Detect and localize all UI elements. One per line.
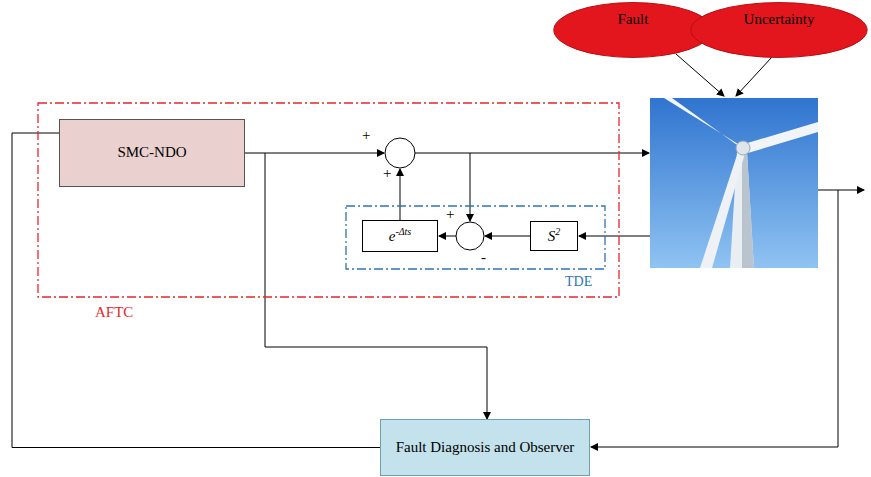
- text-holder: SMC-NDO: [59, 119, 245, 187]
- text-holder: S2: [530, 221, 578, 251]
- summing-junction: [385, 138, 415, 168]
- text-wrap: S2: [548, 226, 561, 245]
- controller-box: SMC-NDO: [59, 119, 245, 187]
- node-text: Fault Diagnosis and Observer: [396, 439, 575, 456]
- node-text: e: [389, 228, 396, 244]
- text-wrap: Uncertainty: [744, 11, 815, 28]
- text-wrap: Fault Diagnosis and Observer: [396, 439, 575, 456]
- summing-junction: [456, 222, 484, 250]
- aftc-region: AFTCSMC-NDOTDEe-ΔtsS2: [37, 102, 620, 298]
- text-holder: Fault Diagnosis and Observer: [380, 419, 590, 476]
- text-holder: Fault: [553, 2, 713, 58]
- node-text: TDE: [565, 275, 592, 289]
- node-text: 2: [555, 226, 560, 237]
- wind-turbine-picture: [650, 98, 818, 268]
- fault-ellipse: Fault: [553, 2, 713, 58]
- delay-block: e-Δts: [362, 220, 438, 252]
- text-wrap: Fault: [618, 11, 649, 28]
- node-text: Fault: [618, 11, 649, 28]
- node-text: -Δts: [395, 226, 411, 237]
- node-text: S: [548, 228, 556, 244]
- signal-wires: [265, 54, 864, 447]
- uncertainty-ellipse: Uncertainty: [690, 2, 868, 58]
- tde-region: TDEe-ΔtsS2: [345, 205, 606, 270]
- node-text: Uncertainty: [744, 11, 815, 28]
- sign-label: +: [446, 207, 454, 222]
- sign-label: +: [383, 166, 391, 181]
- node-text: SMC-NDO: [117, 144, 186, 161]
- observer-box: Fault Diagnosis and Observer: [380, 419, 590, 476]
- derivative-block: S2: [530, 221, 578, 251]
- signal-connector: [245, 153, 487, 419]
- text-holder: e-Δts: [362, 220, 438, 252]
- node-text: AFTC: [95, 305, 133, 320]
- text-wrap: e-Δts: [389, 226, 412, 245]
- text-holder: Uncertainty: [690, 2, 868, 58]
- text-wrap: SMC-NDO: [117, 144, 186, 161]
- sign-label: +: [362, 128, 370, 143]
- uncertainty-ellipse-outline: [690, 2, 868, 58]
- sign-label: -: [481, 250, 486, 265]
- fault-ellipse-outline: [553, 2, 713, 58]
